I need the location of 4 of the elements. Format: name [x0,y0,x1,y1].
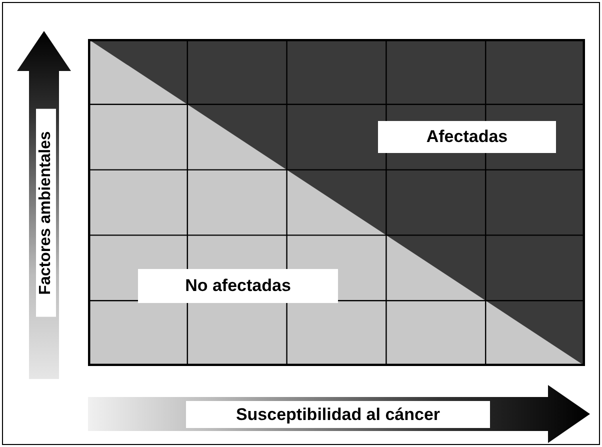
axis-title: Factores ambientales [36,109,56,317]
region-label: No afectadas [138,269,338,303]
region-label: Afectadas [378,121,556,153]
axis-title: Susceptibilidad al cáncer [186,401,490,428]
